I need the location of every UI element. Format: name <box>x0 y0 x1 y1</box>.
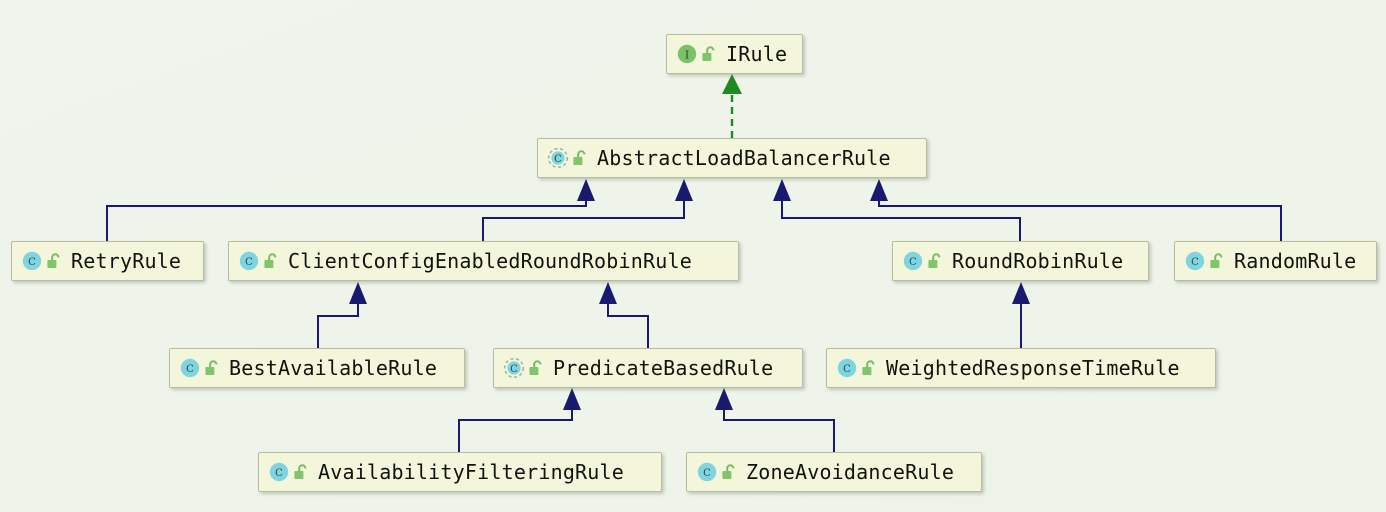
node-icon-group: C <box>696 461 746 483</box>
class-node-predicatebasedrule[interactable]: C PredicateBasedRule <box>493 348 803 388</box>
edge-generalization-weightedresponsetimerule-roundrobinrule <box>1012 282 1030 348</box>
class-node-label: RetryRule <box>71 249 182 273</box>
unlocked-padlock-icon <box>927 252 943 270</box>
edge-generalization-roundrobinrule-abstractloadbalancerrule <box>773 179 1021 241</box>
node-icon-group: C <box>902 250 952 272</box>
class-icon: C <box>179 357 201 379</box>
unlocked-padlock-icon <box>46 252 62 270</box>
class-icon: C <box>268 461 290 483</box>
svg-text:C: C <box>186 364 194 375</box>
class-node-label: IRule <box>726 42 788 66</box>
node-icon-group: C <box>836 357 886 379</box>
class-node-label: BestAvailableRule <box>229 356 438 380</box>
node-icon-group: C <box>547 147 597 169</box>
class-icon: C <box>1184 250 1206 272</box>
class-node-weightedresponsetimerule[interactable]: C WeightedResponseTimeRule <box>826 348 1216 388</box>
edge-generalization-clientconfigenabledroundrobinrule-abstractloadbalancerrule <box>482 179 693 241</box>
class-node-label: AvailabilityFilteringRule <box>318 460 625 484</box>
class-icon: C <box>836 357 858 379</box>
class-icon: C <box>21 250 43 272</box>
node-icon-group: I <box>676 43 726 65</box>
node-icon-group: C <box>238 250 288 272</box>
class-node-zoneavoidancerule[interactable]: C ZoneAvoidanceRule <box>686 452 982 492</box>
edge-generalization-randomrule-abstractloadbalancerrule <box>870 179 1282 241</box>
edge-generalization-predicatebasedrule-clientconfigenabledroundrobinrule <box>599 282 649 348</box>
class-node-bestavailablerule[interactable]: C BestAvailableRule <box>169 348 465 388</box>
class-node-abstractloadbalancerrule[interactable]: C AbstractLoadBalancerRule <box>537 138 927 178</box>
class-node-availabilityfilteringrule[interactable]: C AvailabilityFilteringRule <box>258 452 662 492</box>
class-node-irule[interactable]: I IRule <box>666 34 803 74</box>
class-node-label: ZoneAvoidanceRule <box>746 460 955 484</box>
svg-text:C: C <box>245 257 253 268</box>
edge-generalization-retryrule-abstractloadbalancerrule <box>106 179 595 241</box>
class-node-label: RandomRule <box>1234 249 1357 273</box>
class-node-randomrule[interactable]: C RandomRule <box>1174 241 1377 281</box>
class-node-retryrule[interactable]: C RetryRule <box>11 241 204 281</box>
node-icon-group: C <box>503 357 553 379</box>
unlocked-padlock-icon <box>263 252 279 270</box>
class-node-label: RoundRobinRule <box>952 249 1124 273</box>
unlocked-padlock-icon <box>204 359 220 377</box>
class-icon: C <box>696 461 718 483</box>
edge-generalization-availabilityfilteringrule-predicatebasedrule <box>458 388 581 452</box>
unlocked-padlock-icon <box>861 359 877 377</box>
unlocked-padlock-icon <box>572 149 588 167</box>
svg-text:C: C <box>554 154 562 165</box>
class-node-label: WeightedResponseTimeRule <box>886 356 1180 380</box>
abstract-class-icon: C <box>547 147 569 169</box>
svg-text:C: C <box>510 364 518 375</box>
unlocked-padlock-icon <box>528 359 544 377</box>
class-node-label: ClientConfigEnabledRoundRobinRule <box>288 249 692 273</box>
svg-text:C: C <box>1191 257 1199 268</box>
node-icon-group: C <box>1184 250 1234 272</box>
svg-text:C: C <box>28 257 36 268</box>
svg-text:C: C <box>843 364 851 375</box>
edge-generalization-zoneavoidancerule-predicatebasedrule <box>715 388 835 452</box>
svg-text:C: C <box>703 468 711 479</box>
interface-icon: I <box>676 43 698 65</box>
abstract-class-icon: C <box>503 357 525 379</box>
edge-generalization-bestavailablerule-clientconfigenabledroundrobinrule <box>317 282 367 348</box>
unlocked-padlock-icon <box>1209 252 1225 270</box>
svg-text:C: C <box>909 257 917 268</box>
unlocked-padlock-icon <box>721 463 737 481</box>
unlocked-padlock-icon <box>293 463 309 481</box>
edge-realization-abstractloadbalancerrule-irule <box>722 74 742 138</box>
class-icon: C <box>902 250 924 272</box>
svg-text:C: C <box>275 468 283 479</box>
unlocked-padlock-icon <box>701 45 717 63</box>
class-node-label: AbstractLoadBalancerRule <box>597 146 891 170</box>
svg-text:I: I <box>685 48 689 61</box>
node-icon-group: C <box>21 250 71 272</box>
class-node-roundrobinrule[interactable]: C RoundRobinRule <box>892 241 1149 281</box>
class-icon: C <box>238 250 260 272</box>
class-node-clientconfigenabledroundrobinrule[interactable]: C ClientConfigEnabledRoundRobinRule <box>228 241 739 281</box>
node-icon-group: C <box>179 357 229 379</box>
node-icon-group: C <box>268 461 318 483</box>
class-node-label: PredicateBasedRule <box>553 356 774 380</box>
